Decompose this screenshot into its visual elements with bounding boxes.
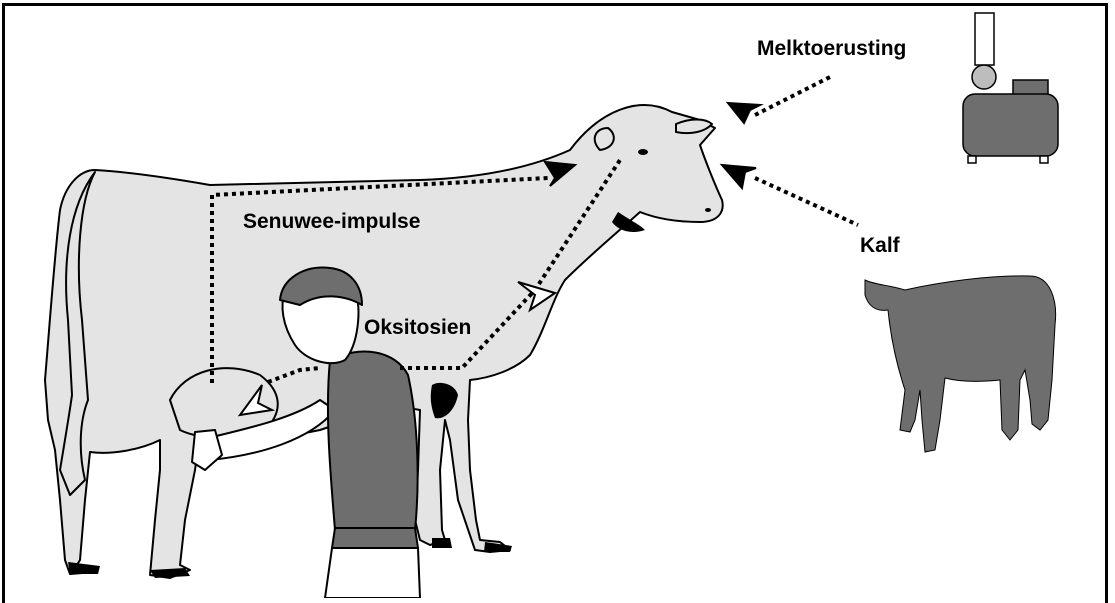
- label-milking-equipment: Melktoerusting: [757, 37, 907, 60]
- milker-person-illustration: [191, 266, 421, 598]
- arrow-head-icon: [725, 101, 764, 125]
- arrow-head-icon: [237, 101, 764, 417]
- arrow-head-icon: [517, 281, 558, 313]
- nerve-impulse-paths: [210, 75, 859, 384]
- label-oxytocin: Oksitosien: [364, 316, 472, 339]
- arrow-head-icon: [237, 384, 276, 417]
- diagram-frame: [2, 3, 1108, 603]
- cow-illustration: [44, 104, 724, 579]
- label-nerve-impulses: Senuwee-impulse: [243, 210, 421, 233]
- calf-silhouette: [864, 275, 1057, 453]
- label-calf: Kalf: [860, 234, 900, 257]
- arrow-head-icon: [543, 160, 578, 187]
- arrow-head-icon: [719, 163, 757, 191]
- milking-machine-icon: [962, 12, 1059, 164]
